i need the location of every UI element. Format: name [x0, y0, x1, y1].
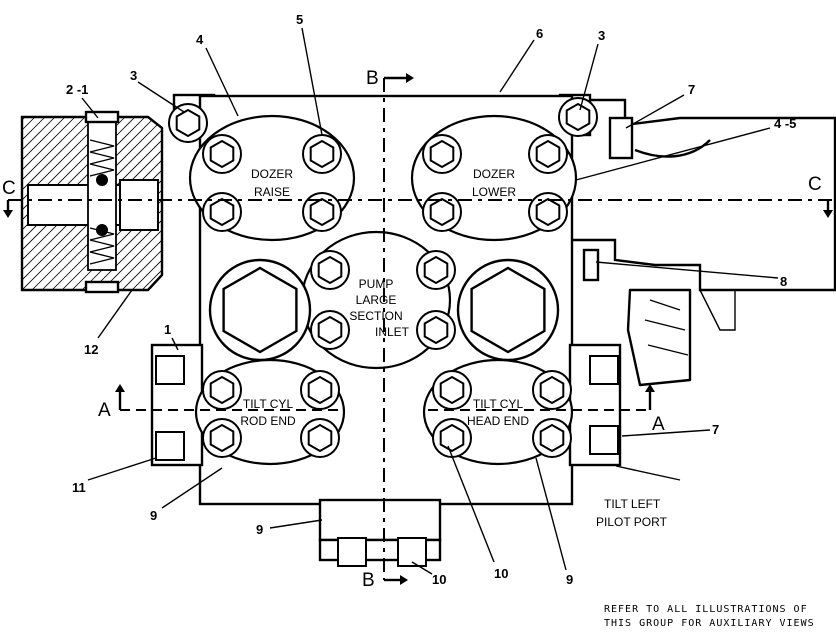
hex-bolt-icon	[310, 250, 350, 290]
callout-5: 5	[296, 12, 303, 27]
callout-4-5: 4 -5	[774, 116, 796, 131]
hex-bolt-icon	[302, 134, 342, 174]
side-label-line: PILOT PORT	[596, 515, 668, 529]
port-label-line: TILT CYL	[473, 397, 524, 411]
port-label-line: ROD END	[240, 414, 296, 428]
hex-bolt-icon	[300, 418, 340, 458]
section-line-b: B B	[362, 68, 414, 591]
hex-nut-icon	[337, 537, 367, 567]
hex-bolt-icon	[310, 310, 350, 350]
port-label-line: INLET	[375, 325, 410, 339]
hex-bolt-icon	[528, 134, 568, 174]
hex-bolt-icon	[168, 103, 208, 143]
hex-nut-icon	[397, 537, 427, 567]
left-end-cap-cutaway	[20, 110, 164, 294]
hex-bolt-icon	[532, 370, 572, 410]
spring-icon	[89, 139, 115, 177]
callout-11: 11	[72, 480, 86, 495]
hex-nut-icon	[589, 355, 619, 385]
port-pump-inlet: PUMP LARGE SECTION INLET	[349, 277, 409, 339]
callout-2-1: 2 -1	[66, 82, 88, 97]
callout-7: 7	[688, 82, 695, 97]
hex-bolt-icon	[432, 370, 472, 410]
section-label-c-left: C	[2, 178, 16, 199]
hex-bolt-icon	[302, 192, 342, 232]
hex-plug-icon	[208, 258, 312, 362]
hex-bolt-icon	[300, 370, 340, 410]
note-line: REFER TO ALL ILLUSTRATIONS OF	[604, 604, 808, 615]
section-arrow-icon	[400, 575, 408, 585]
section-label-c-right: C	[808, 174, 822, 195]
section-label-b-top: B	[366, 68, 379, 89]
section-line-a: A A	[98, 384, 665, 435]
section-label-a-right: A	[652, 414, 665, 435]
callout-12: 12	[84, 342, 98, 357]
hex-bolt-icon	[202, 192, 242, 232]
hex-nut-icon	[589, 425, 619, 455]
callout-9: 9	[566, 572, 573, 587]
hex-bolt-icon	[416, 250, 456, 290]
callout-4: 4	[196, 32, 204, 47]
port-label-line: PUMP	[359, 277, 394, 291]
note-line: THIS GROUP FOR AUXILIARY VIEWS	[604, 618, 815, 629]
section-label-a-left: A	[98, 400, 111, 421]
callout-8: 8	[780, 274, 787, 289]
callout-1: 1	[164, 322, 171, 337]
hex-bolt-icon	[202, 134, 242, 174]
hex-bolt-icon	[532, 418, 572, 458]
callout-3: 3	[130, 68, 137, 83]
port-label-line: DOZER	[473, 167, 515, 181]
callout-6: 6	[536, 26, 543, 41]
port-label-line: SECTION	[349, 309, 402, 323]
callout-7: 7	[712, 422, 719, 437]
callout-10: 10	[432, 572, 446, 587]
port-label-line: LOWER	[472, 185, 516, 199]
hex-bolt-icon	[558, 97, 598, 137]
section-line-c: C C	[2, 174, 833, 218]
tilt-left-pilot-port-label: TILT LEFT PILOT PORT	[596, 497, 668, 529]
section-arrow-icon	[115, 384, 125, 392]
port-label-line: DOZER	[251, 167, 293, 181]
port-tilt-head-end: TILT CYL HEAD END	[467, 397, 529, 428]
callout-9: 9	[256, 522, 263, 537]
callout-numbers: 4 5 6 3 3 2 -1 7 4 -5 8 1 12 7 11 9 9 10…	[66, 12, 796, 587]
callout-10: 10	[494, 566, 508, 581]
hex-bolt-icon	[528, 192, 568, 232]
port-label-line: TILT CYL	[243, 397, 294, 411]
right-side-fitting	[566, 98, 836, 387]
leader-lines	[81, 27, 779, 575]
callout-3: 3	[598, 28, 605, 43]
spring-icon	[89, 227, 115, 265]
hex-bolt-icon	[202, 370, 242, 410]
hex-bolt-icon	[422, 192, 462, 232]
side-label-line: TILT LEFT	[604, 497, 661, 511]
callout-9: 9	[150, 508, 157, 523]
hex-bolt-icon	[202, 418, 242, 458]
section-arrow-icon	[406, 73, 414, 83]
reference-note: REFER TO ALL ILLUSTRATIONS OF THIS GROUP…	[604, 604, 815, 629]
port-tilt-rod-end: TILT CYL ROD END	[240, 397, 296, 428]
port-dozer-lower: DOZER LOWER	[472, 167, 516, 199]
section-arrow-icon	[823, 210, 833, 218]
hex-nut-icon	[155, 355, 185, 385]
hex-plug-icon	[456, 258, 560, 362]
section-arrow-icon	[3, 210, 13, 218]
hex-nut-icon	[155, 431, 185, 461]
port-label-line: LARGE	[356, 293, 397, 307]
hex-bolt-icon	[432, 418, 472, 458]
port-label-line: HEAD END	[467, 414, 529, 428]
port-label-line: RAISE	[254, 185, 290, 199]
section-arrow-icon	[645, 384, 655, 392]
hex-bolt-icon	[416, 310, 456, 350]
port-dozer-raise: DOZER RAISE	[251, 167, 293, 199]
hex-bolt-icon	[422, 134, 462, 174]
section-label-b-bottom: B	[362, 570, 375, 591]
